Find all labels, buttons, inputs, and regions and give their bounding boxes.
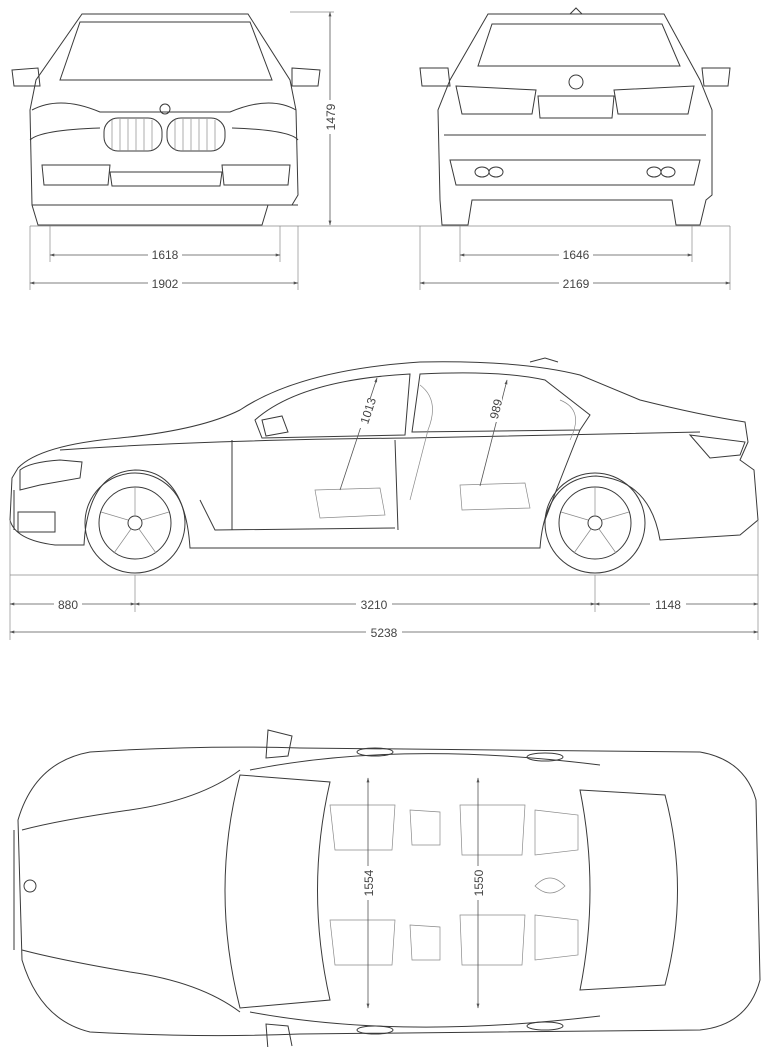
rear-headroom-label: 989 [487,397,506,420]
rear-shoulder-width-label: 1550 [472,869,486,896]
length-label: 5238 [371,626,398,640]
width-label: 1902 [152,277,179,291]
rear-track-label: 1646 [563,248,590,262]
rear-overhang-label: 1148 [655,598,681,612]
front-shoulder-width-label: 1554 [362,869,376,896]
rear-view [419,7,731,226]
front-view [11,13,321,226]
front-overhang-label: 880 [58,598,78,612]
height-label: 1479 [324,103,338,130]
front-track-label: 1618 [152,248,179,262]
top-view [13,729,761,1047]
wheelbase-label: 3210 [361,598,388,612]
width-mirrors-label: 2169 [563,277,590,291]
side-view [9,357,759,574]
